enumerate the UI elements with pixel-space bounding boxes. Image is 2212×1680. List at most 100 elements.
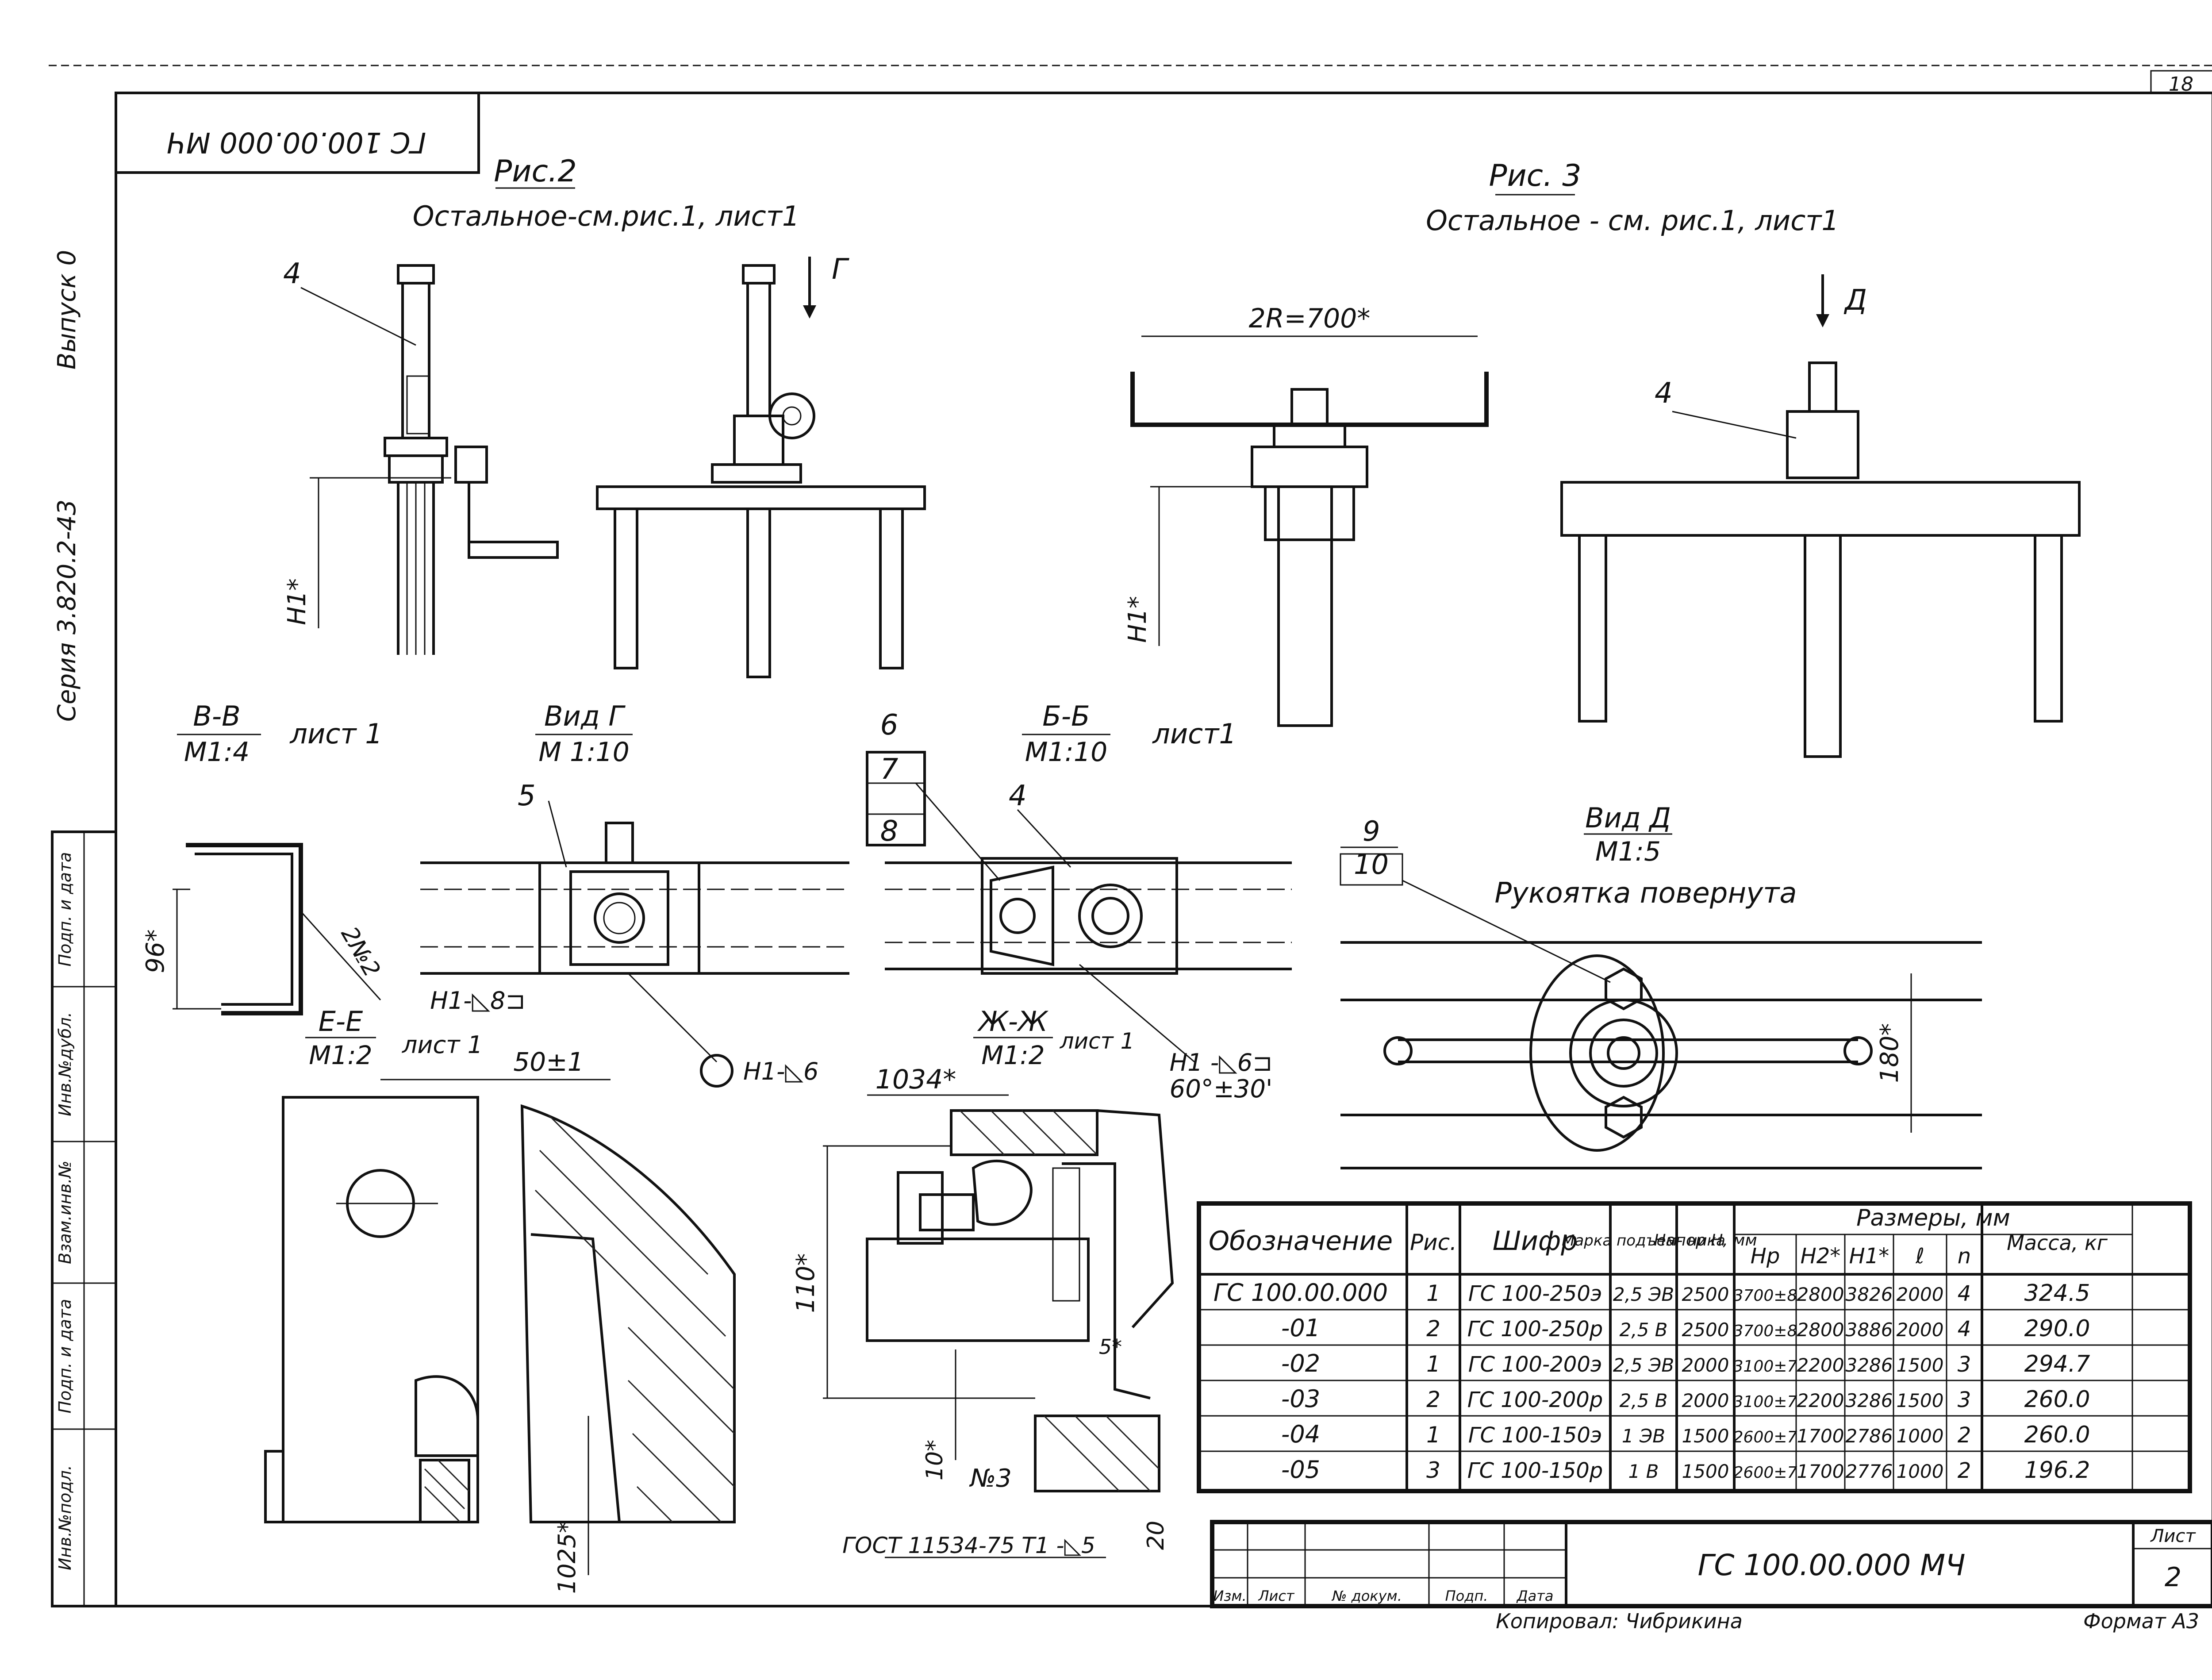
bb-pos-box (866, 751, 926, 846)
table-cell: 2000 (1897, 1319, 1944, 1341)
tb-col-3: Подп. (1445, 1588, 1488, 1604)
table-cell: 1500 (1897, 1390, 1944, 1411)
table-cell: 3700±8 (1733, 1322, 1797, 1340)
vid-d-view: 180* (1340, 880, 1982, 1169)
spec-table: Обозначение Рис. Шифр Марка подъем- ника… (1197, 1201, 2192, 1493)
vv-note: 2№2 (336, 922, 385, 981)
left-stamp-column: Инв.№подл. Подп. и дата Взам.инв.№ Инв.№… (51, 830, 117, 1607)
table-cell: ГС 100.00.000 (1214, 1279, 1388, 1307)
table-cell: ГС 100-250р (1467, 1317, 1603, 1342)
bb-pos-8: 8 (880, 815, 899, 848)
th-l: ℓ (1915, 1244, 1924, 1269)
th-head: Напор Н, мм (1654, 1231, 1757, 1249)
table-cell: 1 (1426, 1422, 1440, 1448)
tb-col-0: Изм. (1213, 1588, 1246, 1604)
vid-g-scale: М 1:10 (538, 737, 630, 768)
bb-sheet: лист1 (1152, 718, 1237, 750)
vid-d-pos-10: 10 (1354, 848, 1389, 880)
th-h2: Н2* (1801, 1244, 1841, 1269)
th-dims: Размеры, мм (1856, 1205, 2010, 1231)
fig3-title: Рис. 3 (1489, 158, 1581, 193)
table-cell: 1000 (1897, 1425, 1944, 1447)
table-cell: 290.0 (2024, 1315, 2090, 1342)
table-cell: 3100±7 (1733, 1357, 1797, 1376)
bb-scale: М1:10 (1025, 737, 1108, 768)
table-cell: 1 ЭВ (1622, 1425, 1665, 1447)
fig3-right-view: Д 4 (1560, 274, 2081, 758)
stamp-cell-1: Подп. и дата (55, 1299, 75, 1414)
table-cell: 2200 (1797, 1390, 1844, 1411)
table-cell: 1500 (1897, 1354, 1944, 1376)
fig2-note: Остальное-см.рис.1, лист1 (413, 200, 800, 232)
table-cell: 2,5 ЭВ (1613, 1284, 1674, 1305)
table-cell: 2600±7 (1733, 1464, 1797, 1482)
th-brand: Марка подъем- ника (1562, 1232, 1725, 1249)
table-cell: 3286 (1846, 1390, 1893, 1411)
zhzh-title: Ж-Ж (977, 1005, 1048, 1038)
fig3-h1-dim: H1* (1123, 596, 1152, 643)
handle-note: Рукоятка повернута (1494, 877, 1797, 910)
table-cell: 3100±7 (1733, 1393, 1797, 1411)
table-cell: 3700±8 (1733, 1287, 1797, 1305)
table-cell: -02 (1281, 1349, 1320, 1377)
zhzh-gost: ГОСТ 11534-75 Т1 -◺5 (842, 1533, 1095, 1558)
table-cell: 3826 (1846, 1284, 1893, 1305)
table-cell: 3886 (1846, 1319, 1893, 1341)
weld-h1-6-circle: Н1-◺6 (743, 1057, 818, 1085)
ee-scale: М1:2 (309, 1040, 372, 1070)
vid-d-pos-9: 9 (1363, 815, 1380, 847)
th-fig: Рис. (1410, 1230, 1457, 1255)
fig3-left-view: 2R=700* H1* (1123, 303, 1489, 727)
vv-sheet: лист 1 (289, 718, 382, 750)
ee-sheet: лист 1 (402, 1031, 483, 1059)
table-cell: 3 (1958, 1388, 1971, 1412)
fig3-dim-2r: 2R=700* (1249, 303, 1371, 334)
table-cell: 3286 (1846, 1354, 1893, 1376)
table-cell: -01 (1281, 1314, 1320, 1342)
sheet-number-top: 18 (2169, 73, 2193, 96)
table-cell: 2500 (1682, 1319, 1729, 1341)
table-cell: 1000 (1897, 1461, 1944, 1482)
table-cell: 3 (1426, 1457, 1440, 1483)
bb-pos-6: 6 (880, 709, 899, 742)
table-cell: 2000 (1682, 1390, 1729, 1411)
series-label: Серия 3.820.2-43 (53, 500, 81, 722)
table-cell: 2,5 ЭВ (1613, 1354, 1674, 1376)
weld-h1-8: Н1-◺8⊐ (430, 987, 526, 1015)
table-cell: 260.0 (2024, 1422, 2090, 1448)
weld-h1-6: Н1 -◺6⊐ (1170, 1049, 1273, 1076)
table-cell: 3 (1958, 1352, 1971, 1377)
th-code: Шифр (1493, 1226, 1578, 1257)
zhzh-scale: М1:2 (981, 1040, 1045, 1070)
th-designation: Обозначение (1209, 1226, 1393, 1257)
vid-g-pos-5: 5 (518, 780, 536, 812)
table-cell: ГС 100-200р (1467, 1388, 1603, 1412)
fig2-h1-dim: H1* (283, 578, 311, 625)
vid-d-title: Вид Д (1585, 802, 1671, 834)
ee-dim-1025: 1025* (553, 1521, 581, 1594)
bb-view: Н1 -◺6⊐ (885, 783, 1292, 1076)
table-cell: 294.7 (2024, 1351, 2090, 1377)
table-cell: -03 (1281, 1385, 1320, 1413)
table-cell: 1 В (1628, 1461, 1659, 1482)
table-cell: ГС 100-200э (1468, 1352, 1602, 1377)
table-cell: 2776 (1846, 1461, 1893, 1482)
table-cell: 1 (1426, 1351, 1440, 1377)
table-cell: 2786 (1846, 1425, 1893, 1447)
table-cell: 1500 (1682, 1461, 1729, 1482)
table-cell: -05 (1281, 1456, 1320, 1484)
bb-title: Б-Б (1042, 700, 1090, 732)
table-cell: 2,5 В (1620, 1390, 1668, 1411)
zhzh-sheet: лист 1 (1060, 1028, 1135, 1054)
tb-col-4: Дата (1516, 1588, 1554, 1604)
format-label: Формат А3 (2083, 1609, 2199, 1633)
vid-g-view: 5 Н1-◺6 (420, 780, 849, 1088)
copied-by: Копировал: Чибрикина (1496, 1609, 1743, 1633)
zhzh-dim-1034: 1034* (876, 1064, 956, 1095)
zhzh-section: 110* 5* 10* №3 20 ГОСТ 11534-75 Т1 -◺5 (791, 1109, 1174, 1558)
title-block: ГС 100.00.000 МЧ Лист 2 Изм. Лист № доку… (1210, 1520, 2212, 1608)
th-h1: Н1* (1849, 1244, 1889, 1269)
stamp-cell-2: Взам.инв.№ (55, 1161, 75, 1264)
